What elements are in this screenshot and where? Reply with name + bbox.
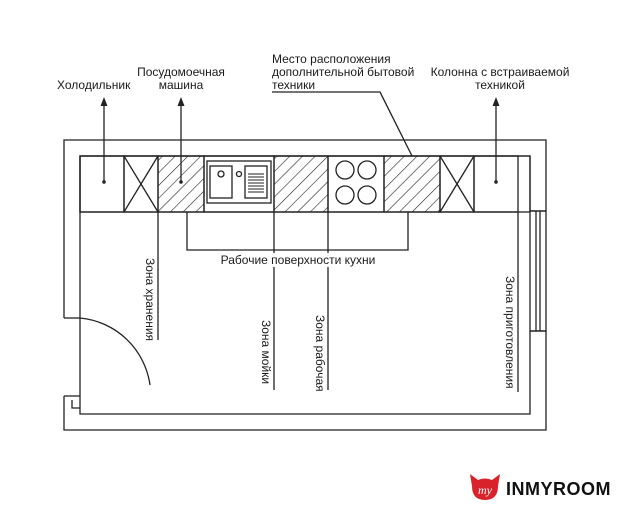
label-dishwasher-1: Посудомоечная — [137, 65, 225, 79]
label-zone-sink: Зона мойки — [259, 320, 273, 384]
label-zone-work: Зона рабочая — [313, 315, 327, 392]
arrow-head — [177, 97, 185, 106]
door-swing-arc — [79, 317, 151, 386]
marker-dot — [179, 180, 183, 184]
hob-burner — [357, 185, 377, 205]
label-worktops: Рабочие поверхности кухни — [221, 253, 376, 267]
label-zone-cooking: Зона приготовления — [503, 276, 517, 389]
label-zone-storage: Зона хранения — [143, 258, 157, 341]
label-column-2: техникой — [475, 78, 525, 92]
brand-name: INMYROOM — [506, 479, 611, 499]
label-extra-2: дополнительной бытовой — [272, 65, 414, 79]
sink-bowl-frame — [206, 160, 272, 204]
marker-dot — [102, 180, 106, 184]
sink-drainboard — [244, 165, 268, 199]
label-column-1: Колонна с встраиваемой — [431, 65, 570, 79]
fridge-unit — [79, 155, 125, 213]
arrow-head — [100, 97, 108, 106]
sink-bowl — [209, 165, 233, 199]
label-extra-3: техники — [272, 78, 315, 92]
hob-unit — [327, 155, 385, 213]
leader-extra — [272, 91, 413, 157]
hob-burner — [335, 185, 355, 205]
cat-head-icon — [470, 474, 500, 500]
marker-dot — [494, 180, 498, 184]
hob-burner — [357, 160, 377, 180]
sink-drain — [217, 170, 225, 178]
label-extra-1: Место расположения — [272, 52, 391, 66]
arrow-head — [492, 97, 500, 106]
sink-faucet — [235, 170, 243, 178]
hob-burner — [335, 160, 355, 180]
brand-logo: my INMYROOM — [470, 474, 611, 500]
label-dishwasher-2: машина — [159, 78, 204, 92]
worktops-bracket — [186, 212, 409, 251]
label-fridge: Холодильник — [57, 78, 131, 92]
worktop-hatched — [273, 155, 329, 213]
window — [529, 210, 547, 332]
door-frame — [71, 400, 80, 409]
extra-appliance-place — [383, 155, 441, 213]
room-wall — [63, 139, 547, 431]
logo-glyph: my — [478, 483, 493, 497]
